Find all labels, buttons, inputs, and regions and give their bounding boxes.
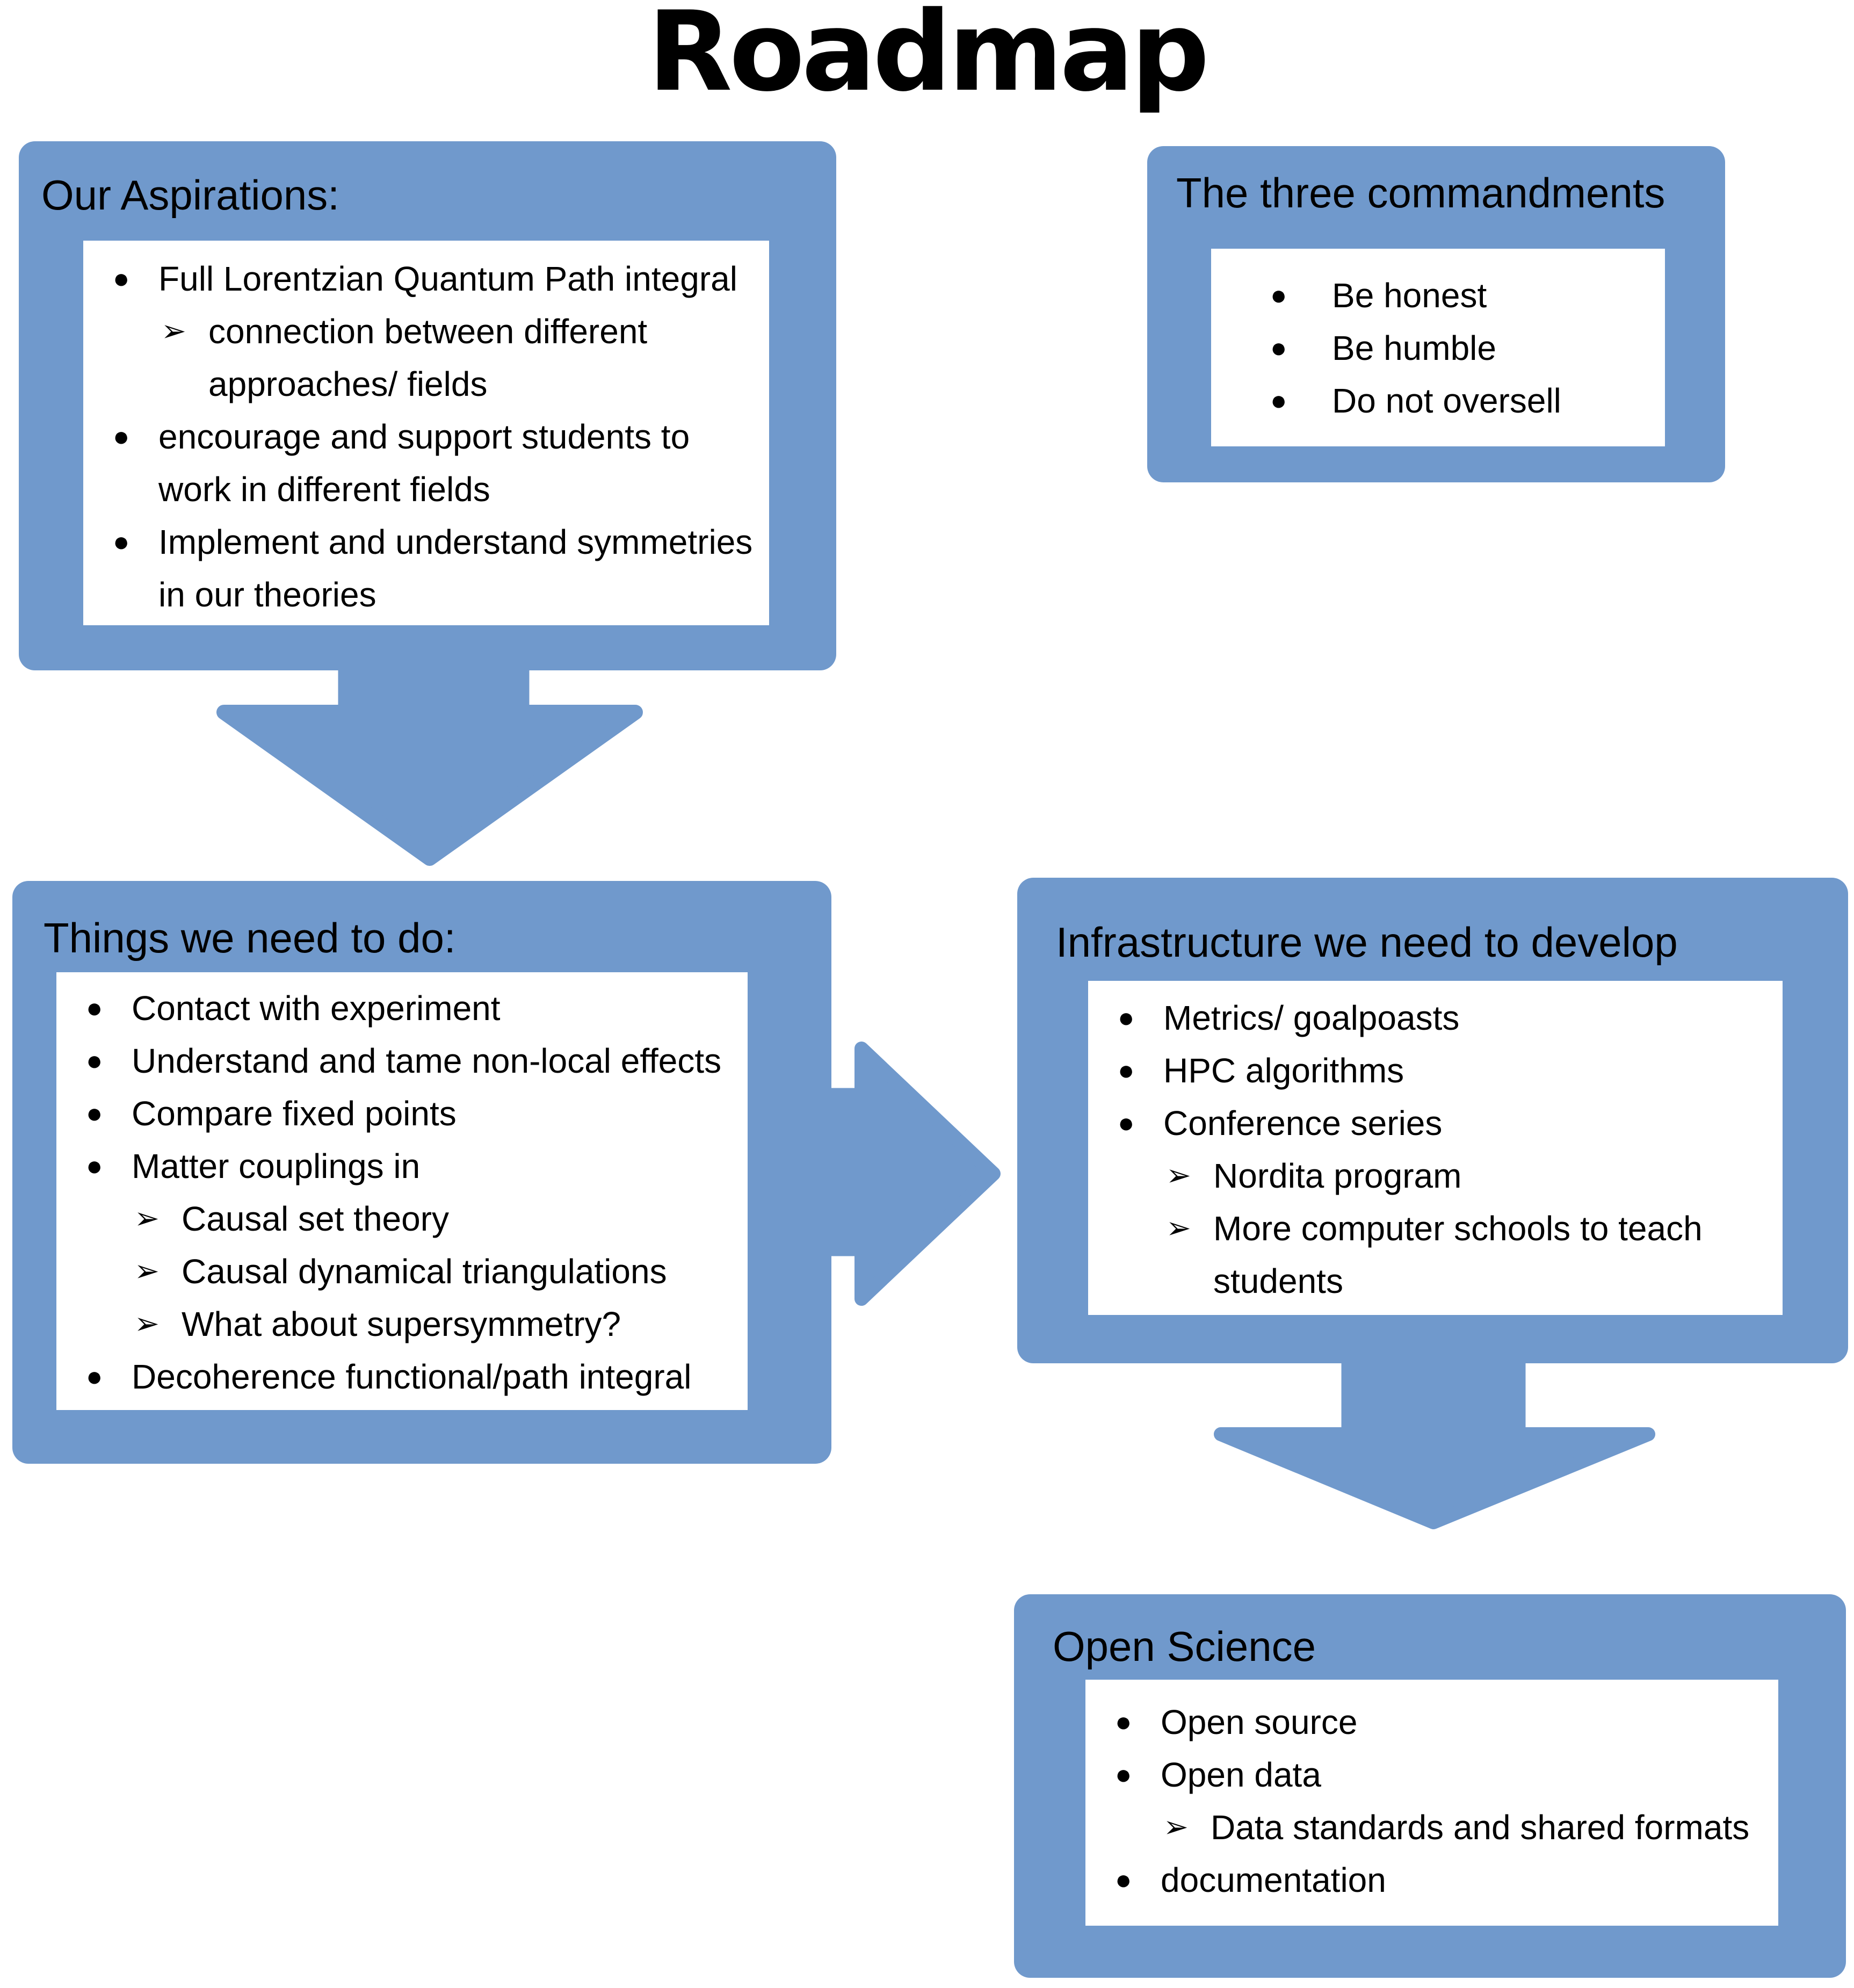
list-item: ● Implement and understand symmetries in… — [83, 516, 769, 621]
down-arrow-icon — [1214, 1363, 1655, 1529]
box-infrastructure: Infrastructure we need to develop ● Metr… — [1017, 878, 1848, 1363]
list-item-text: Be humble — [1332, 329, 1496, 367]
bullet-icon: ● — [1118, 1002, 1135, 1033]
bullet-icon: ● — [1270, 385, 1287, 416]
bullet-icon: ● — [86, 1361, 103, 1392]
list-item: ➢ Causal set theory — [56, 1192, 748, 1245]
bullet-icon: ● — [1115, 1759, 1132, 1790]
sub-bullet-icon: ➢ — [134, 1254, 160, 1289]
bullet-icon: ● — [1118, 1055, 1135, 1086]
bullet-icon: ● — [1118, 1108, 1135, 1139]
page-title: Roadmap — [647, 0, 1210, 116]
list-item: ➢ Causal dynamical triangulations — [56, 1245, 748, 1298]
list-item-text: Data standards and shared formats — [1211, 1808, 1750, 1847]
sub-bullet-icon: ➢ — [1166, 1211, 1191, 1246]
bullet-icon: ● — [1115, 1864, 1132, 1896]
list-item-text: Causal dynamical triangulations — [182, 1252, 667, 1291]
list-item-text: Implement and understand symmetries in o… — [158, 523, 753, 614]
list-item: ● Metrics/ goalpoasts — [1088, 992, 1783, 1044]
list-item-text: Open source — [1161, 1703, 1358, 1741]
list-item: ➢ connection between different approache… — [83, 305, 769, 410]
bullet-icon: ● — [86, 1045, 103, 1076]
box-infrastructure-header: Infrastructure we need to develop — [1056, 919, 1678, 966]
list-item: ● documentation — [1085, 1854, 1778, 1906]
box-todo-panel: ● Contact with experiment ● Understand a… — [56, 972, 748, 1410]
list-item: ● Open data — [1085, 1748, 1778, 1801]
box-open-science-panel: ● Open source ● Open data ➢ Data standar… — [1085, 1680, 1778, 1926]
right-arrow-icon — [831, 1042, 1001, 1306]
list-item-text: Compare fixed points — [132, 1094, 457, 1133]
list-item: ● encourage and support students to work… — [83, 410, 769, 516]
list-item-text: Be honest — [1332, 276, 1487, 315]
list-item-text: encourage and support students to work i… — [158, 417, 690, 509]
box-aspirations-header: Our Aspirations: — [41, 171, 339, 219]
list-item: ● Compare fixed points — [56, 1087, 748, 1140]
bullet-icon: ● — [1115, 1707, 1132, 1738]
sub-bullet-icon: ➢ — [134, 1201, 160, 1236]
bullet-icon: ● — [86, 1098, 103, 1129]
sub-bullet-icon: ➢ — [134, 1306, 160, 1341]
list-item-text: More computer schools to teach students — [1213, 1209, 1703, 1300]
bullet-icon: ● — [1270, 280, 1287, 311]
box-aspirations-panel: ● Full Lorentzian Quantum Path integral … — [83, 241, 769, 625]
list-item-text: Full Lorentzian Quantum Path integral — [158, 259, 737, 298]
list-item-text: What about supersymmetry? — [182, 1305, 621, 1343]
list-item-text: Causal set theory — [182, 1199, 450, 1238]
list-item: ● HPC algorithms — [1088, 1044, 1783, 1097]
bullet-icon: ● — [113, 421, 130, 452]
bullet-icon: ● — [86, 1151, 103, 1182]
list-item-text: Open data — [1161, 1755, 1321, 1794]
box-infrastructure-panel: ● Metrics/ goalpoasts ● HPC algorithms ●… — [1088, 981, 1783, 1315]
list-item: ➢ What about supersymmetry? — [56, 1298, 748, 1350]
box-todo: Things we need to do: ● Contact with exp… — [12, 881, 831, 1464]
box-open-science: Open Science ● Open source ● Open data ➢… — [1014, 1594, 1846, 1978]
list-item: ● Do not oversell — [1211, 374, 1665, 427]
list-item-text: Decoherence functional/path integral — [132, 1357, 692, 1396]
list-item-text: Metrics/ goalpoasts — [1163, 999, 1460, 1037]
sub-bullet-icon: ➢ — [1163, 1810, 1189, 1845]
list-item-text: documentation — [1161, 1861, 1386, 1899]
list-item-text: Matter couplings in — [132, 1147, 421, 1185]
list-item: ● Full Lorentzian Quantum Path integral — [83, 252, 769, 305]
box-commandments: The three commandments ● Be honest ● Be … — [1147, 146, 1725, 482]
bullet-icon: ● — [113, 263, 130, 294]
box-commandments-panel: ● Be honest ● Be humble ● Do not oversel… — [1211, 249, 1665, 446]
list-item: ● Understand and tame non-local effects — [56, 1035, 748, 1087]
list-item: ● Be honest — [1211, 269, 1665, 322]
bullet-icon: ● — [113, 526, 130, 558]
list-item: ● Conference series — [1088, 1097, 1783, 1150]
box-todo-header: Things we need to do: — [44, 914, 456, 962]
list-item: ➢ Data standards and shared formats — [1085, 1801, 1778, 1854]
list-item-text: Do not oversell — [1332, 381, 1561, 420]
down-arrow-icon — [216, 669, 643, 866]
box-open-science-header: Open Science — [1053, 1623, 1316, 1670]
list-item: ➢ Nordita program — [1088, 1150, 1783, 1202]
list-item-text: Conference series — [1163, 1104, 1443, 1143]
list-item: ➢ More computer schools to teach student… — [1088, 1202, 1783, 1307]
list-item: ● Open source — [1085, 1696, 1778, 1748]
list-item-text: Understand and tame non-local effects — [132, 1042, 722, 1080]
sub-bullet-icon: ➢ — [161, 314, 186, 349]
bullet-icon: ● — [86, 993, 103, 1024]
list-item-text: HPC algorithms — [1163, 1051, 1404, 1090]
list-item: ● Be humble — [1211, 322, 1665, 374]
list-item-text: connection between different approaches/… — [208, 312, 648, 403]
sub-bullet-icon: ➢ — [1166, 1158, 1191, 1193]
box-aspirations: Our Aspirations: ● Full Lorentzian Quant… — [19, 141, 836, 670]
bullet-icon: ● — [1270, 332, 1287, 364]
list-item-text: Contact with experiment — [132, 989, 501, 1028]
box-commandments-header: The three commandments — [1176, 169, 1665, 216]
list-item: ● Matter couplings in — [56, 1140, 748, 1192]
list-item: ● Contact with experiment — [56, 982, 748, 1035]
list-item-text: Nordita program — [1213, 1156, 1462, 1195]
list-item: ● Decoherence functional/path integral — [56, 1350, 748, 1403]
